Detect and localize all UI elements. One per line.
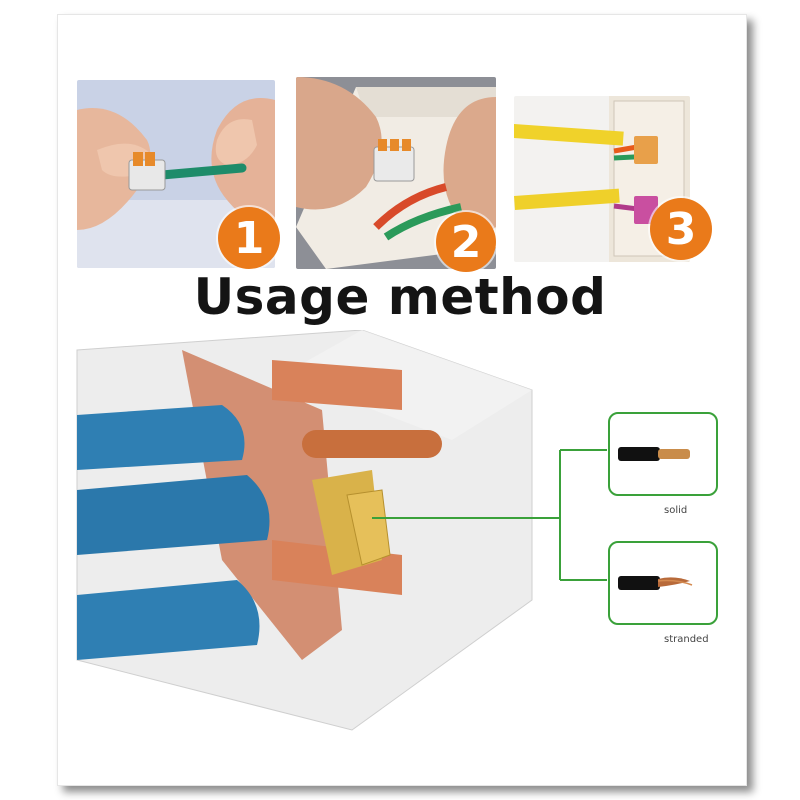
connector-cutaway-diagram (72, 329, 732, 744)
step-2-photo (296, 77, 496, 269)
step-2-number: 2 (450, 216, 482, 268)
stranded-label: stranded (664, 634, 709, 645)
usage-method-heading: Usage method (193, 268, 607, 326)
step-3-badge: 3 (650, 198, 712, 260)
step-1-badge: 1 (218, 207, 280, 269)
solid-label: solid (664, 505, 688, 516)
stranded-wire-icon (608, 541, 718, 625)
step-3-photo (514, 96, 690, 262)
solid-wire-icon (608, 412, 718, 496)
step-1-number: 1 (233, 212, 265, 264)
step-2-badge: 2 (436, 212, 496, 272)
step-3-number: 3 (665, 203, 697, 255)
